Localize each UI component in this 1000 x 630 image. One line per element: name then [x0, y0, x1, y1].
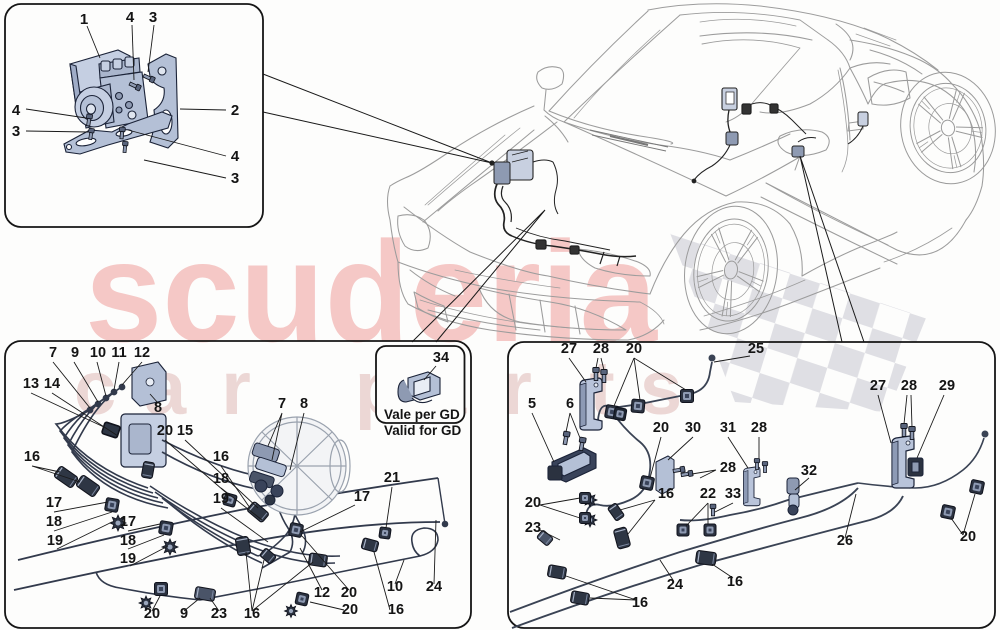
- svg-text:19: 19: [213, 491, 229, 507]
- svg-text:4: 4: [12, 102, 21, 119]
- svg-text:8: 8: [300, 396, 308, 412]
- svg-text:34: 34: [433, 350, 449, 366]
- svg-text:5: 5: [528, 396, 536, 412]
- svg-text:16: 16: [213, 449, 229, 465]
- svg-text:10: 10: [90, 345, 106, 361]
- svg-text:9: 9: [180, 606, 188, 622]
- svg-text:7: 7: [49, 345, 57, 361]
- svg-text:1: 1: [80, 11, 88, 28]
- svg-text:20: 20: [525, 495, 541, 511]
- svg-text:12: 12: [134, 345, 150, 361]
- svg-text:16: 16: [24, 449, 40, 465]
- svg-text:27: 27: [870, 378, 886, 394]
- svg-text:20: 20: [342, 602, 358, 618]
- svg-text:10: 10: [387, 579, 403, 595]
- svg-text:19: 19: [47, 533, 63, 549]
- svg-text:18: 18: [213, 471, 229, 487]
- svg-text:r: r: [221, 346, 251, 431]
- svg-text:17: 17: [120, 514, 136, 530]
- svg-text:20: 20: [960, 529, 976, 545]
- svg-text:21: 21: [384, 470, 400, 486]
- svg-text:23: 23: [525, 520, 541, 536]
- svg-text:30: 30: [685, 420, 701, 436]
- svg-text:4: 4: [231, 148, 240, 165]
- svg-text:13: 13: [23, 376, 39, 392]
- svg-text:16: 16: [658, 486, 674, 502]
- svg-text:r: r: [502, 346, 532, 431]
- svg-text:11: 11: [111, 345, 126, 361]
- svg-text:27: 27: [561, 341, 577, 357]
- svg-text:14: 14: [44, 376, 60, 392]
- svg-text:20: 20: [341, 585, 357, 601]
- svg-text:16: 16: [244, 606, 260, 622]
- svg-text:15: 15: [177, 423, 193, 439]
- svg-text:28: 28: [751, 420, 767, 436]
- svg-text:Valid for GD: Valid for GD: [384, 423, 462, 438]
- svg-text:22: 22: [700, 486, 716, 502]
- svg-text:8: 8: [154, 400, 162, 416]
- svg-text:scuderia: scuderia: [85, 213, 658, 372]
- svg-text:33: 33: [725, 486, 741, 502]
- svg-text:3: 3: [12, 123, 20, 140]
- svg-text:26: 26: [837, 533, 853, 549]
- svg-text:20: 20: [157, 423, 173, 439]
- svg-text:24: 24: [667, 577, 683, 593]
- svg-text:29: 29: [939, 378, 955, 394]
- svg-text:31: 31: [720, 420, 736, 436]
- svg-text:28: 28: [720, 460, 736, 476]
- svg-text:3: 3: [231, 170, 239, 187]
- svg-text:28: 28: [901, 378, 917, 394]
- svg-text:18: 18: [46, 514, 62, 530]
- svg-text:Vale per GD: Vale per GD: [384, 407, 460, 422]
- svg-text:23: 23: [211, 606, 227, 622]
- svg-text:20: 20: [653, 420, 669, 436]
- svg-text:17: 17: [46, 495, 62, 511]
- svg-text:20: 20: [144, 606, 160, 622]
- svg-text:s: s: [640, 346, 682, 431]
- svg-text:16: 16: [632, 595, 648, 611]
- svg-text:6: 6: [566, 396, 574, 412]
- svg-text:12: 12: [314, 585, 330, 601]
- svg-text:32: 32: [801, 463, 817, 479]
- svg-text:20: 20: [626, 341, 642, 357]
- svg-text:3: 3: [149, 9, 157, 26]
- svg-text:16: 16: [388, 602, 404, 618]
- svg-text:25: 25: [748, 341, 764, 357]
- svg-text:7: 7: [278, 396, 286, 412]
- svg-text:4: 4: [126, 9, 135, 26]
- svg-text:17: 17: [354, 489, 370, 505]
- svg-text:16: 16: [727, 574, 743, 590]
- svg-text:19: 19: [120, 551, 136, 567]
- svg-text:9: 9: [71, 345, 79, 361]
- svg-text:18: 18: [120, 533, 136, 549]
- svg-text:24: 24: [426, 579, 442, 595]
- svg-text:28: 28: [593, 341, 609, 357]
- svg-text:2: 2: [231, 102, 239, 119]
